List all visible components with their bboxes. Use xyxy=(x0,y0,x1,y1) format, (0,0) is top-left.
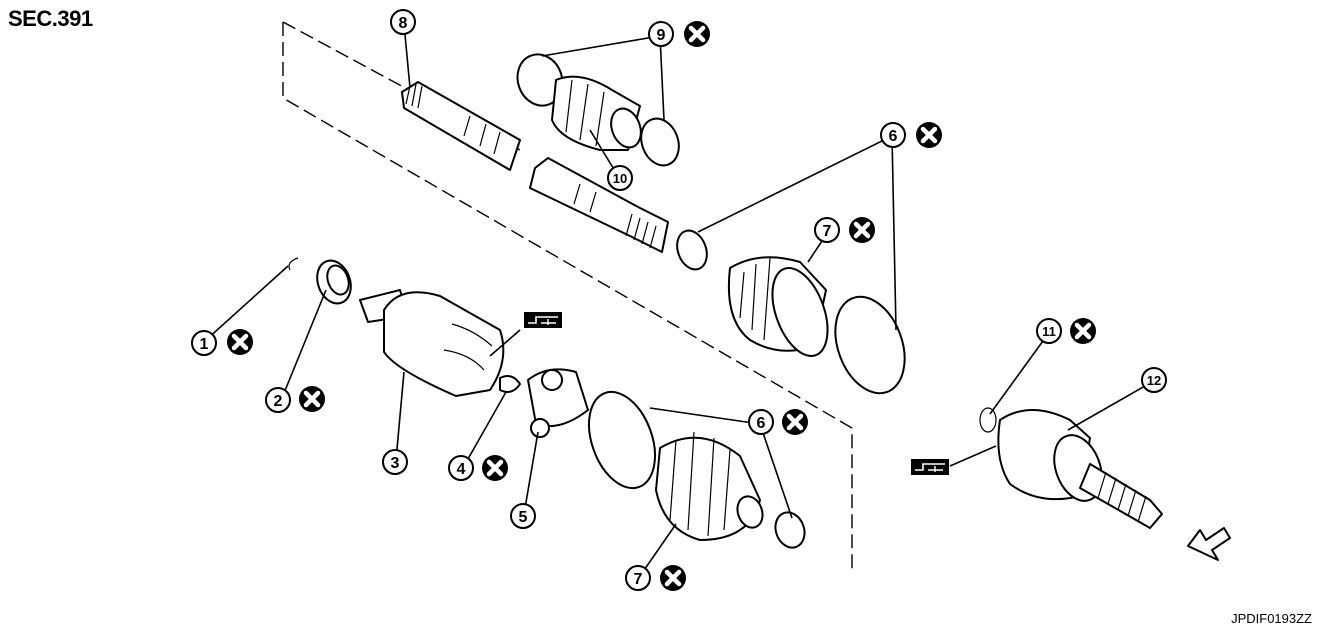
outer-boot-upper xyxy=(676,229,906,395)
svg-text:9: 9 xyxy=(657,27,666,44)
svg-text:7: 7 xyxy=(634,571,643,588)
callout-3: 3 xyxy=(382,449,408,475)
x-circle-icon xyxy=(299,386,325,412)
svg-text:11: 11 xyxy=(1042,324,1056,339)
leader-lines xyxy=(205,23,1153,577)
svg-text:6: 6 xyxy=(889,128,898,145)
callout-1: 1 xyxy=(191,330,217,356)
callout-7-lower: 7 xyxy=(625,565,651,591)
svg-text:6: 6 xyxy=(757,415,766,432)
x-circle-icon xyxy=(849,217,875,243)
x-circle-icon xyxy=(227,329,253,355)
inner-boot-lower xyxy=(588,390,806,549)
upper-boot-assembly xyxy=(516,53,680,167)
svg-text:1: 1 xyxy=(200,336,209,353)
figure-code: JPDIF0193ZZ xyxy=(1231,611,1312,626)
section-title: SEC.391 xyxy=(8,6,93,31)
svg-text:12: 12 xyxy=(1147,373,1161,388)
x-circle-icon xyxy=(1070,318,1096,344)
svg-text:4: 4 xyxy=(457,461,466,478)
callout-6-lower: 6 xyxy=(748,409,774,435)
callout-2: 2 xyxy=(265,387,291,413)
callout-7-upper: 7 xyxy=(814,217,840,243)
callout-12: 12 xyxy=(1141,367,1167,393)
callout-9: 9 xyxy=(648,21,674,47)
outer-joint xyxy=(979,407,1163,529)
svg-text:3: 3 xyxy=(391,455,400,472)
svg-text:7: 7 xyxy=(823,223,832,240)
svg-text:8: 8 xyxy=(399,15,408,32)
svg-text:2: 2 xyxy=(274,393,283,410)
x-circle-icon xyxy=(660,565,686,591)
svg-text:10: 10 xyxy=(613,171,627,186)
callout-4: 4 xyxy=(448,455,474,481)
callout-10: 10 xyxy=(607,165,633,191)
callout-8: 8 xyxy=(390,9,416,35)
x-circle-icon xyxy=(482,455,508,481)
callout-5: 5 xyxy=(510,503,536,529)
callout-11: 11 xyxy=(1036,318,1062,344)
inner-joint-parts xyxy=(288,257,589,438)
callout-6-upper: 6 xyxy=(880,122,906,148)
x-circle-icon xyxy=(916,122,942,148)
arrow-icon xyxy=(1187,527,1231,561)
grease-symbol-icon xyxy=(910,458,950,476)
grease-symbol-icon xyxy=(523,311,563,329)
shaft xyxy=(401,81,669,253)
x-circle-icon xyxy=(782,409,808,435)
x-circle-icon xyxy=(684,21,710,47)
svg-text:5: 5 xyxy=(519,509,528,526)
